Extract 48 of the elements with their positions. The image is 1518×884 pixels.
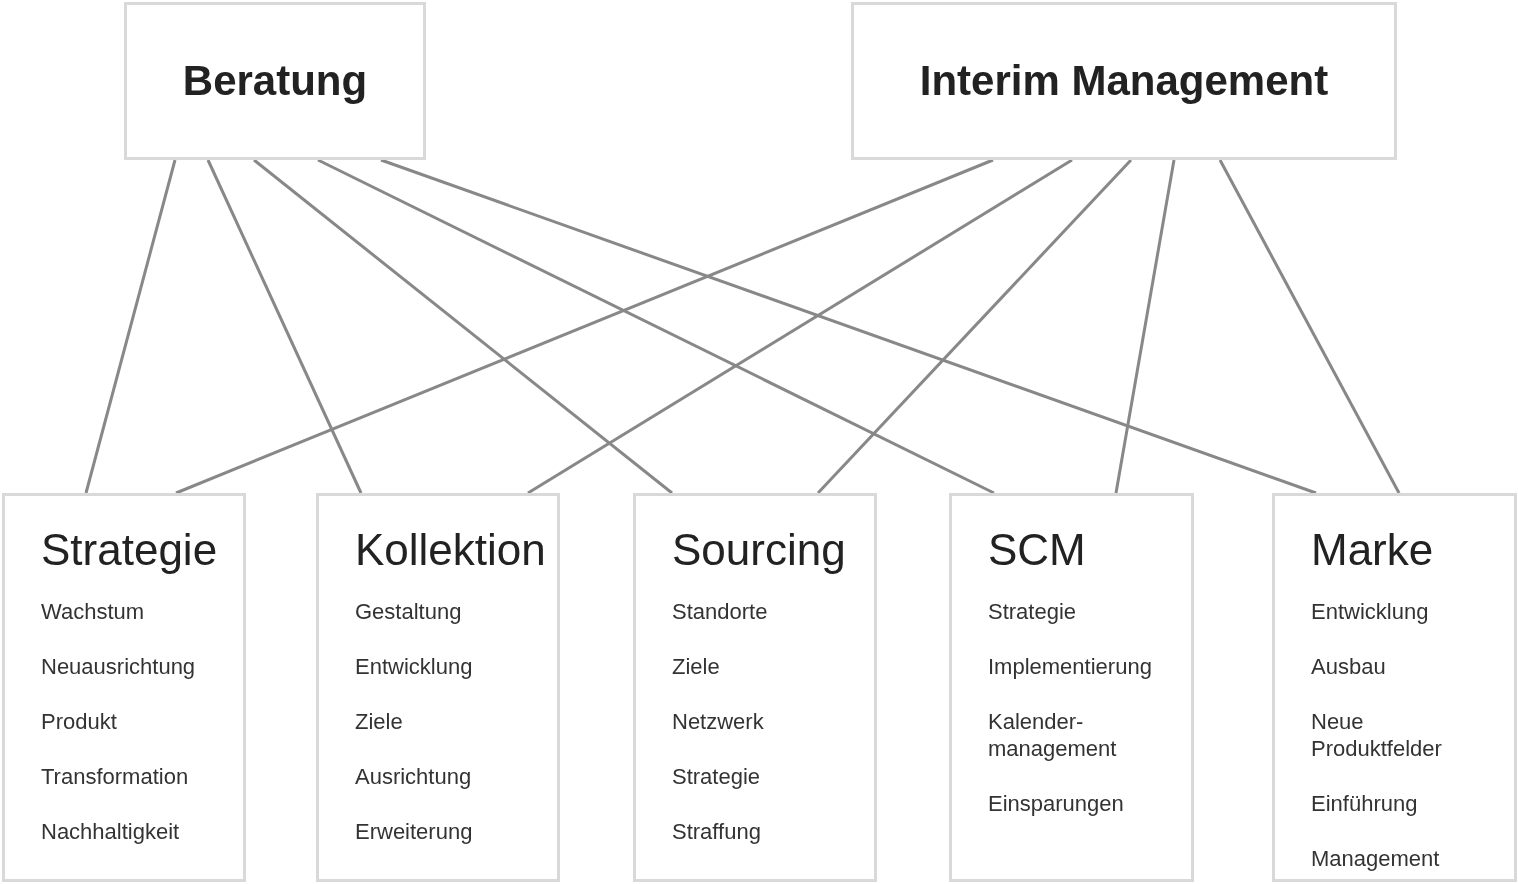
list-item: Einführung [1311, 790, 1419, 817]
list-item: Gestaltung [355, 598, 463, 625]
topic-box [2, 493, 246, 882]
topic-box [949, 493, 1194, 882]
connector-line [206, 159, 363, 494]
list-item: Entwicklung [1311, 598, 1430, 625]
topic-box [633, 493, 877, 882]
box-heading: Beratung [182, 57, 368, 105]
list-item: Einsparungen [988, 790, 1125, 817]
box-heading: Interim Management [919, 57, 1329, 105]
connector-line [253, 158, 673, 495]
list-item: Ausbau [1311, 653, 1387, 680]
list-item: Transformation [41, 763, 190, 790]
connector-line [317, 158, 995, 495]
box-heading: Kollektion [355, 524, 547, 576]
connector-line [84, 159, 177, 494]
list-item: Implementierung [988, 653, 1153, 680]
box-heading: Strategie [41, 524, 219, 576]
list-item: Strategie [988, 598, 1078, 625]
list-item: Produkt [41, 708, 118, 735]
connector-line [380, 158, 1317, 495]
list-item: Straffung [672, 818, 762, 845]
connector-line [1114, 159, 1176, 494]
connector-line [175, 158, 994, 495]
list-item: Ausrichtung [355, 763, 473, 790]
list-item: Standorte [672, 598, 769, 625]
box-heading: SCM [988, 524, 1087, 576]
topic-box [1272, 493, 1517, 882]
list-item: Netzwerk [672, 708, 765, 735]
list-item: Strategie [672, 763, 762, 790]
category-box [124, 2, 426, 160]
list-item: Entwicklung [355, 653, 474, 680]
list-item: Nachhaltigkeit [41, 818, 181, 845]
list-item: Kalender- management [988, 708, 1118, 762]
topic-box [316, 493, 560, 882]
box-heading: Sourcing [672, 524, 847, 576]
list-item: Ziele [355, 708, 404, 735]
list-item: Erweiterung [355, 818, 474, 845]
connector-line [1218, 159, 1401, 494]
list-item: Management [1311, 845, 1441, 872]
category-box [851, 2, 1397, 160]
box-heading: Marke [1311, 524, 1435, 576]
connector-line [527, 158, 1073, 495]
connector-line [816, 158, 1133, 495]
list-item: Ziele [672, 653, 721, 680]
list-item: Neuausrichtung [41, 653, 197, 680]
list-item: Wachstum [41, 598, 146, 625]
list-item: Neue Produktfelder [1311, 708, 1443, 762]
